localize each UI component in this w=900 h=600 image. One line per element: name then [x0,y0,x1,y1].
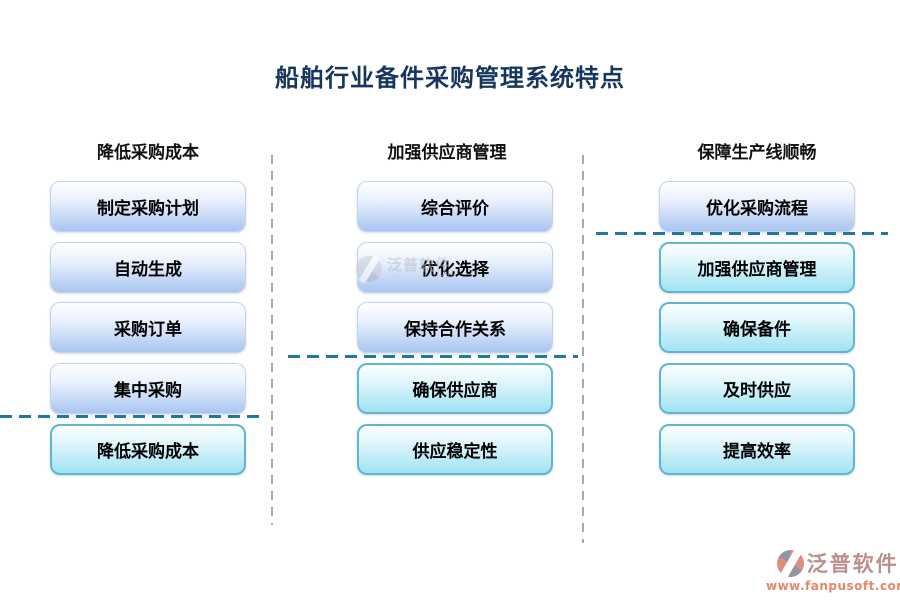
feature-box-maintain-cooperation: 保持合作关系 [357,302,553,353]
feature-box-label: 提高效率 [723,442,791,462]
feature-box-label: 集中采购 [114,381,182,401]
feature-box-auto-generate: 自动生成 [50,242,246,293]
feature-box-label: 保持合作关系 [404,320,506,340]
column-header-production-line: 保障生产线顺畅 [697,143,817,163]
horizontal-divider-col2 [288,355,578,358]
feature-box-optimize-procurement-process: 优化采购流程 [659,181,855,232]
feature-box-ensure-suppliers: 确保供应商 [357,363,553,414]
footer-website-url: www.fanpusoft.com [766,579,900,593]
horizontal-divider-col3 [596,232,888,235]
feature-box-reduce-cost-result: 降低采购成本 [50,424,246,475]
column-header-reduce-cost: 降低采购成本 [97,143,199,163]
feature-box-centralized-purchasing: 集中采购 [50,363,246,414]
feature-box-make-purchase-plan: 制定采购计划 [50,181,246,232]
vertical-divider-1 [271,155,273,525]
horizontal-divider-col1 [0,415,266,418]
feature-box-comprehensive-evaluation: 综合评价 [357,181,553,232]
feature-box-ensure-spare-parts: 确保备件 [659,302,855,353]
feature-box-label: 优化采购流程 [706,199,808,219]
feature-box-label: 及时供应 [723,381,791,401]
feature-box-label: 降低采购成本 [97,442,199,462]
fanpu-logo-icon [776,549,804,577]
footer-brand-text: 泛普软件 [806,552,899,576]
feature-box-optimize-selection: 优化选择 [357,242,553,293]
feature-box-label: 供应稳定性 [412,442,498,462]
feature-box-label: 制定采购计划 [97,199,199,219]
column-header-supplier-mgmt: 加强供应商管理 [387,143,507,163]
feature-box-supply-stability: 供应稳定性 [357,424,553,475]
feature-box-label: 确保供应商 [412,381,498,401]
feature-box-timely-supply: 及时供应 [659,363,855,414]
feature-box-label: 确保备件 [723,320,791,340]
feature-box-improve-efficiency: 提高效率 [659,424,855,475]
feature-box-strengthen-supplier-mgmt-result: 加强供应商管理 [659,242,855,293]
page-title: 船舶行业备件采购管理系统特点 [275,64,625,92]
vertical-divider-2 [582,155,584,543]
feature-box-purchase-order: 采购订单 [50,302,246,353]
feature-box-label: 自动生成 [114,260,182,280]
feature-box-label: 加强供应商管理 [697,260,817,280]
feature-box-label: 综合评价 [421,199,489,219]
feature-box-label: 采购订单 [114,320,182,340]
feature-box-label: 优化选择 [421,260,489,280]
footer-brand-logo: 泛普软件 www.fanpusoft.com [766,548,900,593]
